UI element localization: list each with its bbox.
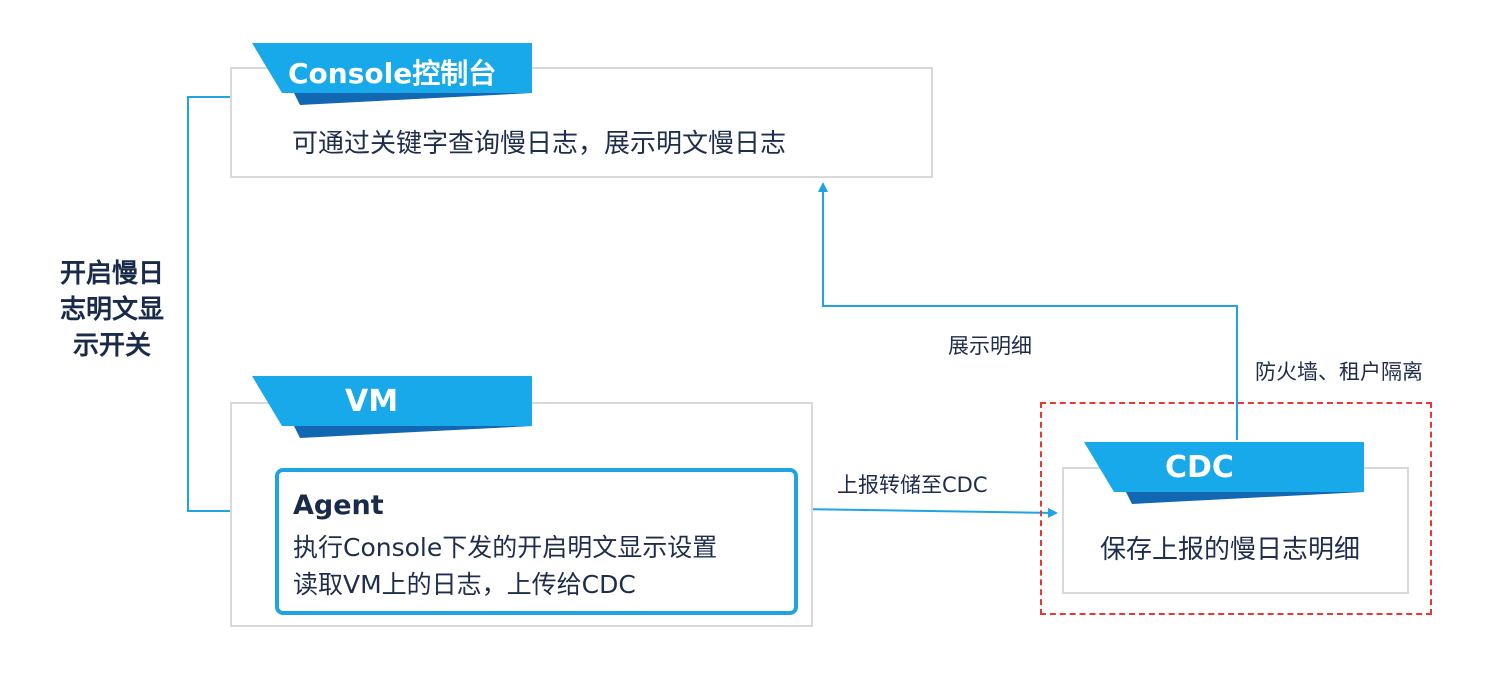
agent-line-1: 执行Console下发的开启明文显示设置	[293, 533, 718, 562]
vm-title: VM	[345, 384, 399, 419]
switch-label: 开启慢日 志明文显 示开关	[44, 256, 180, 364]
agent-line-2: 读取VM上的日志，上传给CDC	[293, 570, 636, 599]
report-label: 上报转储至CDC	[837, 473, 988, 497]
vm-tab	[252, 376, 532, 438]
show-detail-label: 展示明细	[948, 334, 1032, 358]
show-detail-arrow	[818, 182, 1238, 440]
switch-label-line: 示开关	[72, 331, 151, 361]
switch-connector-arrow	[187, 96, 264, 516]
firewall-label: 防火墙、租户隔离	[1255, 360, 1423, 384]
cdc-tab	[1084, 442, 1364, 504]
cdc-title: CDC	[1165, 450, 1234, 485]
report-arrow	[796, 507, 1058, 518]
switch-label-line: 开启慢日	[59, 259, 164, 289]
agent-box	[275, 468, 798, 615]
cdc-isolation-boundary	[1040, 402, 1432, 615]
console-description: 可通过关键字查询慢日志，展示明文慢日志	[292, 129, 787, 159]
cdc-description: 保存上报的慢日志明细	[1100, 535, 1361, 565]
console-title: Console控制台	[288, 57, 497, 90]
switch-label-line: 志明文显	[59, 295, 164, 325]
agent-title: Agent	[293, 490, 384, 521]
console-tab	[252, 43, 532, 105]
